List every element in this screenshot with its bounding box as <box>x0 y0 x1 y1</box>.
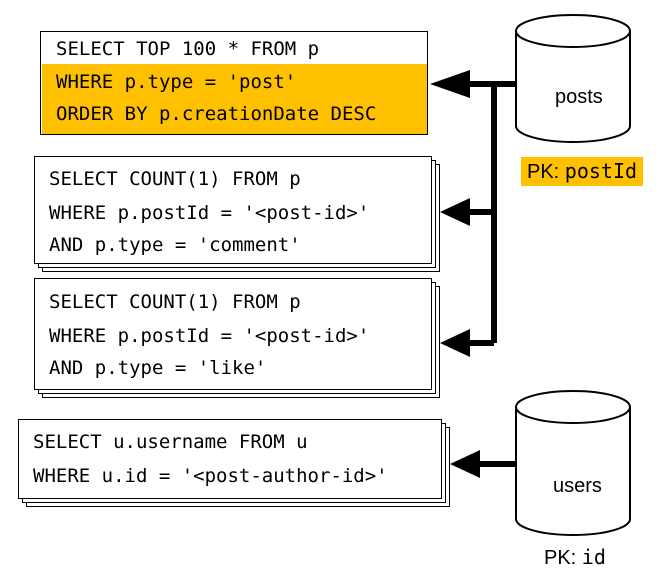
query-line: ORDER BY p.creationDate DESC <box>56 103 377 125</box>
query-line: SELECT COUNT(1) FROM p <box>49 291 301 313</box>
posts-database-icon <box>515 14 631 143</box>
query-line: WHERE p.postId = '<post-id>' <box>49 325 370 347</box>
users-database-icon <box>515 390 631 536</box>
query-box-comment-count <box>34 156 432 264</box>
query-line: AND p.type = 'comment' <box>49 234 301 256</box>
query-line: SELECT u.username FROM u <box>33 431 308 453</box>
query-line: WHERE p.type = 'post' <box>56 71 297 93</box>
users-pk-label: PK: id <box>538 543 612 572</box>
pk-key: id <box>581 545 606 569</box>
query-line: WHERE u.id = '<post-author-id>' <box>33 465 388 487</box>
arrow-to-query-1 <box>430 70 470 98</box>
query-line: SELECT TOP 100 * FROM p <box>56 38 320 60</box>
query-box-like-count <box>34 278 432 390</box>
pk-key: postId <box>564 159 638 183</box>
posts-connector-arrows <box>468 81 515 346</box>
posts-pk-label: PK: postId <box>521 157 644 186</box>
users-db-label: users <box>553 475 602 497</box>
users-connector-arrow <box>450 450 515 478</box>
arrow-to-query-4 <box>450 450 480 478</box>
arrowheads <box>430 70 470 357</box>
pk-prefix: PK: <box>527 161 565 183</box>
posts-db-label: posts <box>555 86 603 108</box>
query-highlight <box>41 64 427 134</box>
arrow-to-query-3 <box>440 329 470 357</box>
query-line: WHERE p.postId = '<post-id>' <box>49 202 370 224</box>
query-box-username <box>18 419 442 499</box>
query-line: SELECT COUNT(1) FROM p <box>49 168 301 190</box>
pk-prefix: PK: <box>544 547 582 569</box>
query-line: AND p.type = 'like' <box>49 357 267 379</box>
arrow-to-query-2 <box>440 198 470 226</box>
